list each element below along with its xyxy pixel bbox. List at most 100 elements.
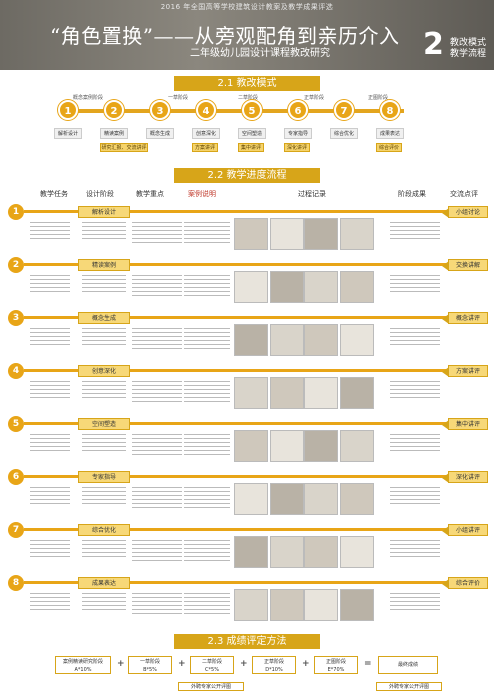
grade-item: 正草阶段 D*10%: [252, 656, 296, 674]
text-placeholder: [390, 275, 440, 295]
row-number: 8: [8, 575, 24, 591]
process-photo: [270, 324, 304, 356]
text-placeholder: [390, 434, 440, 454]
process-photo: [270, 536, 304, 568]
timeline-label: 精读案例: [100, 128, 128, 139]
timeline-label: 概念生成: [146, 128, 174, 139]
text-placeholder: [132, 328, 182, 350]
column-header: 交流点评: [450, 190, 478, 198]
process-photo: [234, 377, 268, 409]
timeline-stage: 二草阶段: [237, 95, 258, 101]
page-subtitle: 二年级幼儿园设计课程教改研究: [190, 48, 330, 59]
process-row: 6 专家指导 深化讲评: [0, 469, 494, 515]
process-row: 7 综合优化 小组讲评: [0, 522, 494, 568]
process-photo: [340, 536, 374, 568]
column-header: 设计阶段: [86, 190, 114, 198]
row-stage: 解析设计: [78, 206, 130, 218]
grade-operator: =: [364, 659, 372, 669]
process-photo: [340, 589, 374, 621]
text-placeholder: [390, 381, 440, 401]
text-placeholder: [184, 540, 230, 562]
process-photo: [234, 271, 268, 303]
process-photo: [234, 589, 268, 621]
row-number: 6: [8, 469, 24, 485]
row-number: 5: [8, 416, 24, 432]
column-header: 过程记录: [298, 190, 326, 198]
process-photo: [234, 483, 268, 515]
process-photo: [340, 271, 374, 303]
grade-item: 二草阶段 C*5%: [190, 656, 234, 674]
row-stage: 空间塑造: [78, 418, 130, 430]
row-stage: 专家指导: [78, 471, 130, 483]
row-review: 小组讲评: [442, 524, 488, 536]
timeline-tag: 方案讲评: [192, 143, 218, 152]
grade-tag: 外聘专家公开评图: [178, 682, 244, 691]
section-number: 2: [423, 27, 444, 62]
grade-operator: +: [178, 659, 186, 669]
row-review: 深化讲评: [442, 471, 488, 483]
text-placeholder: [30, 434, 70, 454]
row-bar: [24, 369, 448, 372]
row-stage: 综合优化: [78, 524, 130, 536]
timeline-node: 1: [58, 100, 78, 120]
timeline-tag: 深化讲评: [284, 143, 310, 152]
text-placeholder: [132, 222, 182, 244]
text-placeholder: [132, 434, 182, 456]
grade-final: 最终成绩: [378, 656, 438, 674]
text-placeholder: [30, 222, 70, 242]
section-title-mode: 2.1 教改模式: [174, 76, 320, 91]
text-placeholder: [82, 381, 126, 401]
process-photo: [270, 271, 304, 303]
text-placeholder: [30, 381, 70, 401]
row-bar: [24, 581, 448, 584]
column-header: 教学任务: [40, 190, 68, 198]
process-photo: [270, 483, 304, 515]
process-photo: [340, 430, 374, 462]
text-placeholder: [390, 222, 440, 242]
text-placeholder: [390, 487, 440, 507]
process-photo: [234, 536, 268, 568]
timeline-label: 解析设计: [54, 128, 82, 139]
text-placeholder: [390, 540, 440, 560]
text-placeholder: [132, 593, 182, 615]
text-placeholder: [82, 328, 126, 348]
timeline-line: [64, 109, 404, 113]
timeline-node: 2: [104, 100, 124, 120]
text-placeholder: [184, 275, 230, 297]
row-stage: 精读案例: [78, 259, 130, 271]
process-photo: [234, 430, 268, 462]
row-number: 3: [8, 310, 24, 326]
text-placeholder: [30, 487, 70, 507]
timeline-label: 综合优化: [330, 128, 358, 139]
section-side-title: 教改模式 教学流程: [450, 38, 487, 59]
grade-operator: +: [117, 659, 125, 669]
process-table-header: 教学任务 设计阶段 教学重点 案例说明 过程记录 阶段成果 交流点评: [0, 189, 494, 201]
timeline-label: 成果表达: [376, 128, 404, 139]
text-placeholder: [30, 540, 70, 560]
text-placeholder: [30, 328, 70, 348]
row-review: 综合评价: [442, 577, 488, 589]
timeline-stage: 正草阶段: [303, 95, 324, 101]
row-review: 方案讲评: [442, 365, 488, 377]
section-title-grading: 2.3 成绩评定方法: [174, 634, 320, 649]
process-photo: [304, 377, 338, 409]
timeline-node: 7: [334, 100, 354, 120]
page-header: 2016 年全国高等学校建筑设计教案及教学成果评选 “角色置换”——从旁观配角到…: [0, 0, 494, 70]
timeline-stage: 一草阶段: [167, 95, 188, 101]
process-photo: [340, 324, 374, 356]
text-placeholder: [390, 328, 440, 348]
text-placeholder: [82, 487, 126, 507]
row-number: 2: [8, 257, 24, 273]
row-number: 7: [8, 522, 24, 538]
process-photo: [270, 377, 304, 409]
text-placeholder: [30, 275, 70, 295]
process-photo: [304, 430, 338, 462]
process-photo: [340, 483, 374, 515]
column-header: 教学重点: [136, 190, 164, 198]
timeline-label: 专家指导: [284, 128, 312, 139]
row-review: 集中讲评: [442, 418, 488, 430]
row-bar: [24, 422, 448, 425]
timeline-node: 8: [380, 100, 400, 120]
text-placeholder: [184, 381, 230, 403]
